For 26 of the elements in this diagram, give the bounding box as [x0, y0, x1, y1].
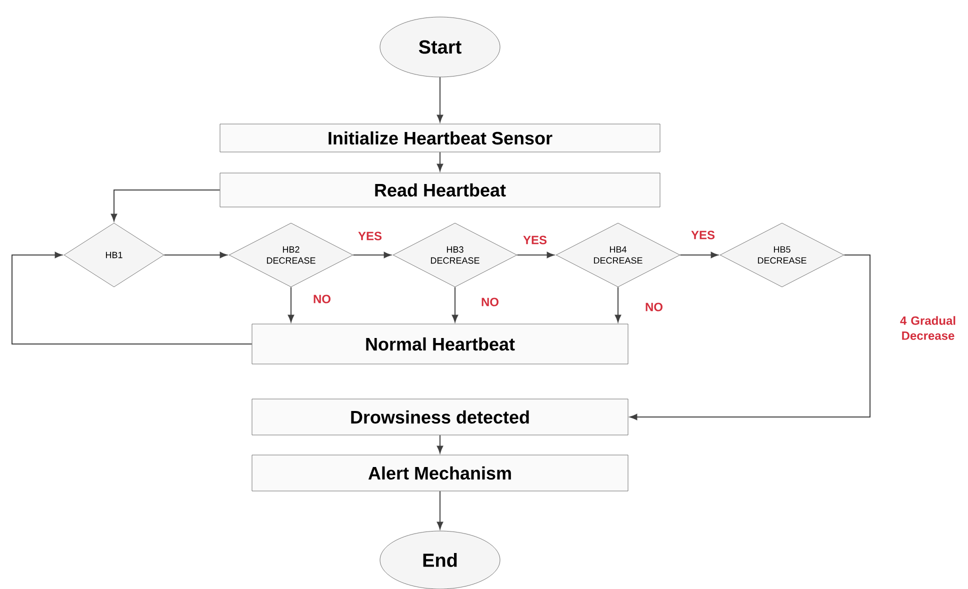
arrow	[436, 490, 444, 530]
process-box: Initialize Heartbeat Sensor	[220, 124, 660, 152]
process-box: Drowsiness detected	[252, 398, 628, 436]
arrow	[630, 254, 871, 420]
arrow	[352, 252, 392, 258]
edge-label: NO	[312, 294, 332, 304]
arrow	[680, 252, 718, 258]
arrow	[452, 286, 458, 322]
arrow	[110, 190, 220, 222]
edge-label: YES	[522, 234, 548, 246]
arrow	[288, 286, 294, 322]
process-box: Read Heartbeat	[220, 172, 660, 208]
process-box: Normal Heartbeat	[252, 324, 628, 364]
arrow	[436, 434, 444, 454]
process-box: Alert Mechanism	[252, 454, 628, 492]
edge-label: NO	[644, 302, 664, 312]
arrow	[164, 252, 228, 258]
edge-label: YES	[690, 230, 716, 240]
edge-label: 4 Gradual Decrease	[892, 315, 964, 341]
arrow	[436, 152, 444, 172]
arrow	[12, 252, 252, 344]
arrow	[436, 76, 444, 122]
arrow	[614, 286, 622, 322]
edge-label: NO	[480, 296, 500, 308]
arrow	[516, 252, 554, 258]
edge-label: YES	[357, 230, 383, 242]
